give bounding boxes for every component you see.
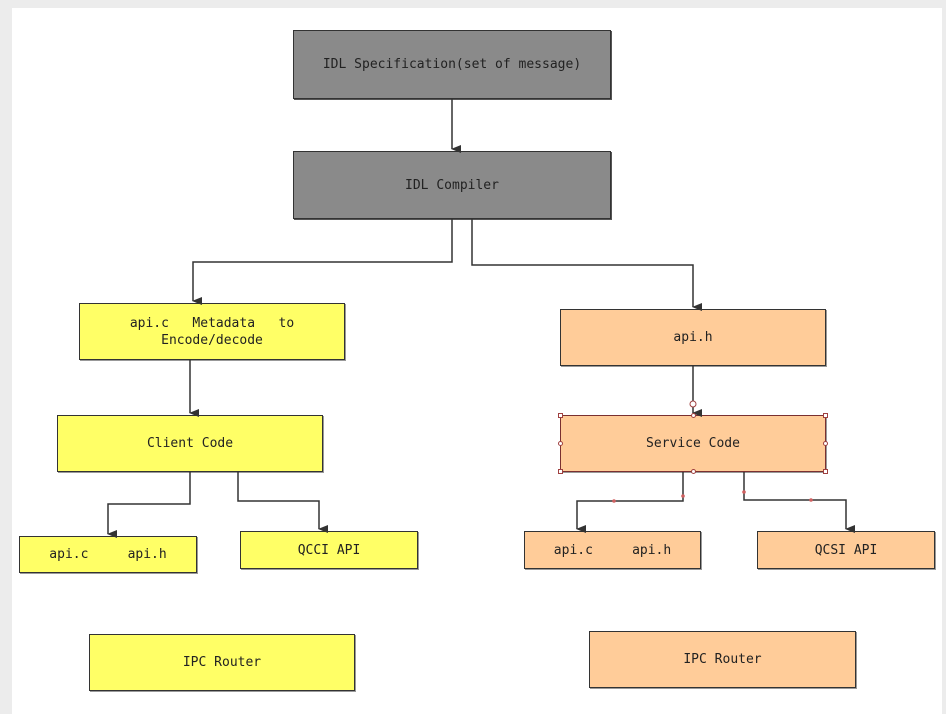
qcci-api-label: QCCI API (297, 542, 361, 558)
client-ipc-router-label: IPC Router (182, 655, 262, 670)
client-api-files-label: api.c api.h (49, 547, 167, 562)
resize-handle-top-middle[interactable] (691, 413, 696, 418)
idl-specification-label: IDL Specification(set of message) (322, 57, 582, 72)
qcsi-api-box[interactable]: QCSI API (757, 531, 935, 569)
service-code-label: Service Code (646, 436, 740, 451)
client-metadata-label-line1: api.c Metadata to (129, 315, 295, 331)
resize-handle-bottom-right[interactable] (823, 469, 828, 474)
client-code-box[interactable]: Client Code (57, 415, 323, 472)
service-header-box[interactable]: api.h (560, 309, 826, 366)
resize-handle-top-right[interactable] (823, 413, 828, 418)
qcsi-api-label: QCSI API (814, 542, 878, 558)
service-api-files-box[interactable]: api.c api.h (524, 531, 701, 569)
resize-handle-middle-right[interactable] (823, 441, 828, 446)
service-ipc-router-label: IPC Router (683, 652, 762, 667)
service-code-box[interactable]: Service Code (560, 415, 826, 472)
service-api-files-label: api.c api.h (553, 542, 672, 558)
client-ipc-router-box[interactable]: IPC Router (89, 634, 355, 691)
idl-compiler-label: IDL Compiler (405, 177, 499, 193)
resize-handle-bottom-middle[interactable] (691, 469, 696, 474)
qcci-api-box[interactable]: QCCI API (240, 531, 418, 569)
client-metadata-label-line2: Encode/decode (161, 332, 263, 348)
client-api-files-box[interactable]: api.c api.h (19, 536, 197, 573)
client-code-label: Client Code (146, 436, 234, 451)
service-ipc-router-box[interactable]: IPC Router (589, 631, 856, 688)
idl-compiler-box[interactable]: IDL Compiler (293, 151, 611, 219)
service-header-label: api.h (673, 330, 713, 345)
client-metadata-box[interactable]: api.c Metadata to Encode/decode (79, 303, 345, 360)
resize-handle-top-left[interactable] (558, 413, 563, 418)
idl-specification-box[interactable]: IDL Specification(set of message) (293, 30, 611, 99)
resize-handle-middle-left[interactable] (558, 441, 563, 446)
resize-handle-bottom-left[interactable] (558, 469, 563, 474)
